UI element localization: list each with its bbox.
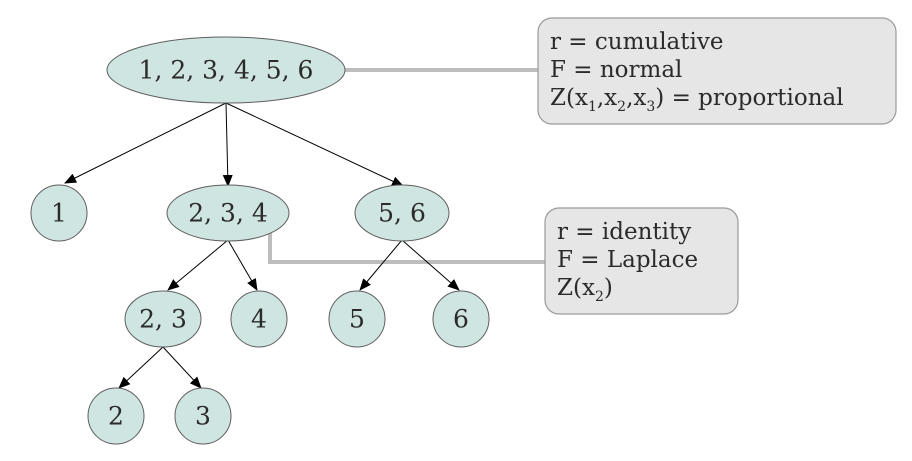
root-design-sub2: 2 bbox=[617, 99, 626, 115]
edge-root-n1 bbox=[64, 102, 227, 184]
root-design-sep1: ,x bbox=[597, 85, 617, 111]
tree-node-1: 1 bbox=[30, 184, 88, 242]
edge-root-n234 bbox=[222, 102, 233, 187]
edge-n234-n23 bbox=[167, 239, 229, 291]
n234-design-prefix: Z(x bbox=[557, 275, 595, 301]
root-annotation-box: r = cumulative F = normal Z(x1,x2,x3) = … bbox=[537, 17, 897, 125]
n234-annotation-connector bbox=[268, 233, 545, 264]
edge-n23-n2 bbox=[118, 346, 164, 389]
edge-root-n56 bbox=[225, 102, 404, 187]
root-design-sub1: 1 bbox=[588, 99, 597, 115]
tree-node-4-label: 4 bbox=[251, 305, 267, 334]
tree-node-4: 4 bbox=[230, 290, 288, 348]
edge-n23-n3 bbox=[162, 346, 202, 389]
tree-node-2: 2 bbox=[87, 387, 145, 445]
tree-node-234: 2, 3, 4 bbox=[166, 184, 290, 242]
tree-node-56-label: 5, 6 bbox=[378, 199, 426, 228]
tree-node-56: 5, 6 bbox=[354, 184, 450, 242]
tree-node-23-label: 2, 3 bbox=[139, 305, 187, 334]
tree-node-6: 6 bbox=[432, 290, 490, 348]
edge-n56-n5 bbox=[359, 239, 403, 291]
root-annotation-distribution: F = normal bbox=[550, 57, 682, 83]
n234-annotation-distribution: F = Laplace bbox=[557, 247, 698, 273]
tree-node-root-label: 1, 2, 3, 4, 5, 6 bbox=[139, 56, 314, 85]
root-design-prefix: Z(x bbox=[550, 85, 588, 111]
edge-n234-n4 bbox=[227, 239, 258, 291]
tree-node-5-label: 5 bbox=[349, 305, 365, 334]
tree-node-6-label: 6 bbox=[453, 305, 469, 334]
tree-node-1-label: 1 bbox=[51, 199, 67, 228]
n234-design-suffix: ) bbox=[604, 275, 613, 301]
root-annotation-link: r = cumulative bbox=[550, 29, 723, 55]
root-annotation-design: Z(x1,x2,x3) = proportional bbox=[550, 85, 844, 115]
tree-node-234-label: 2, 3, 4 bbox=[188, 199, 268, 228]
tree-node-5: 5 bbox=[328, 290, 386, 348]
root-design-sub3: 3 bbox=[646, 99, 655, 115]
n234-annotation-link: r = identity bbox=[557, 219, 691, 245]
n234-design-sub1: 2 bbox=[595, 289, 604, 305]
edge-n56-n6 bbox=[401, 239, 460, 291]
tree-node-2-label: 2 bbox=[108, 402, 124, 431]
tree-node-3: 3 bbox=[174, 387, 232, 445]
n234-annotation-design: Z(x2) bbox=[557, 275, 613, 305]
n234-annotation-box: r = identity F = Laplace Z(x2) bbox=[544, 207, 739, 315]
tree-node-3-label: 3 bbox=[195, 402, 211, 431]
root-design-suffix: ) = proportional bbox=[655, 85, 843, 111]
root-design-sep2: ,x bbox=[626, 85, 646, 111]
tree-node-23: 2, 3 bbox=[124, 290, 202, 348]
tree-node-root: 1, 2, 3, 4, 5, 6 bbox=[106, 36, 346, 104]
